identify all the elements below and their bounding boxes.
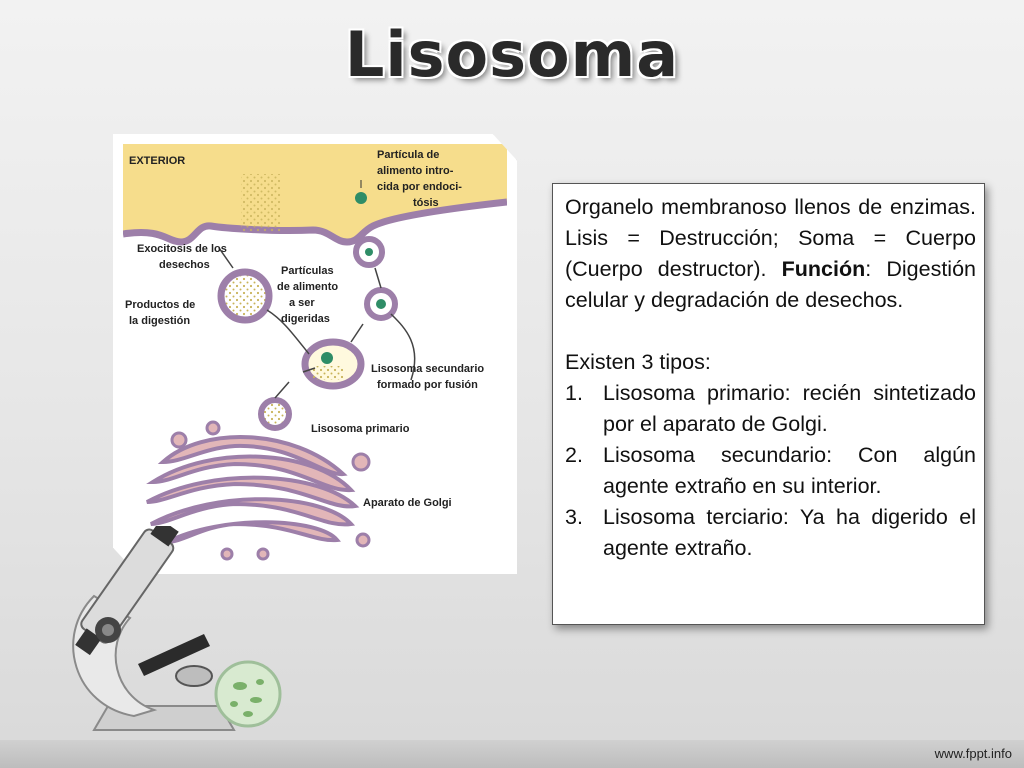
label-secundario-2: formado por fusión [377, 379, 478, 391]
endocytosis-particle [355, 192, 367, 204]
list-item: 2.Lisosoma secundario: Con algún agente … [565, 443, 976, 498]
label-particulas-4: digeridas [281, 313, 330, 325]
description-paragraph: Organelo membranoso llenos de enzimas. L… [565, 192, 976, 316]
list-item: 1.Lisosoma primario: recién sintetizado … [565, 381, 976, 436]
label-golgi: Aparato de Golgi [363, 497, 452, 509]
footer-bar [0, 740, 1024, 768]
golgi-apparatus [145, 420, 371, 561]
description-funcion: : Digestión celular y degradación de des… [565, 257, 976, 312]
tipos-heading: Existen 3 tipos: [565, 350, 711, 374]
lysosome-diagram: EXTERIOR Partícula de alimento intro-cida… [123, 144, 507, 561]
description-intro: Organelo membranoso llenos de enzimas. L… [565, 195, 976, 281]
cell-membrane [123, 198, 507, 246]
label-particula-1: Partícula de [377, 149, 439, 161]
label-exterior: EXTERIOR [129, 155, 185, 167]
digestion-vesicle [217, 268, 273, 324]
label-productos-1: Productos de [125, 299, 195, 311]
tipos-list: 1.Lisosoma primario: recién sintetizado … [565, 378, 976, 564]
label-particula-2: alimento intro- [377, 165, 454, 177]
label-secundario-1: Lisosoma secundario [371, 363, 484, 375]
microscope-icon [72, 526, 282, 731]
label-primario: Lisosoma primario [311, 423, 410, 435]
primary-lysosome [258, 397, 292, 431]
exterior-region [123, 144, 507, 242]
label-particulas-1: Partículas [281, 265, 334, 277]
label-particula-3: cida por endoci- [377, 181, 462, 193]
label-particulas-2: de alimento [277, 281, 338, 293]
description-box: Organelo membranoso llenos de enzimas. L… [552, 183, 985, 625]
label-particula-4: tósis [413, 197, 439, 209]
lysosome-diagram-card: EXTERIOR Partícula de alimento intro-cida… [113, 134, 517, 574]
petri-dish-icon [214, 660, 282, 728]
funcion-label: Función [781, 257, 866, 281]
label-particulas-3: a ser [289, 297, 315, 309]
list-item: 3.Lisosoma terciario: Ya ha digerido el … [565, 505, 976, 560]
slide-title: Lisosoma [344, 18, 680, 91]
footer-brand: www.fppt.info [934, 746, 1012, 761]
label-exocitosis-1: Exocitosis de los [137, 243, 227, 255]
label-exocitosis-2: desechos [159, 259, 210, 271]
label-productos-2: la digestión [129, 315, 190, 327]
